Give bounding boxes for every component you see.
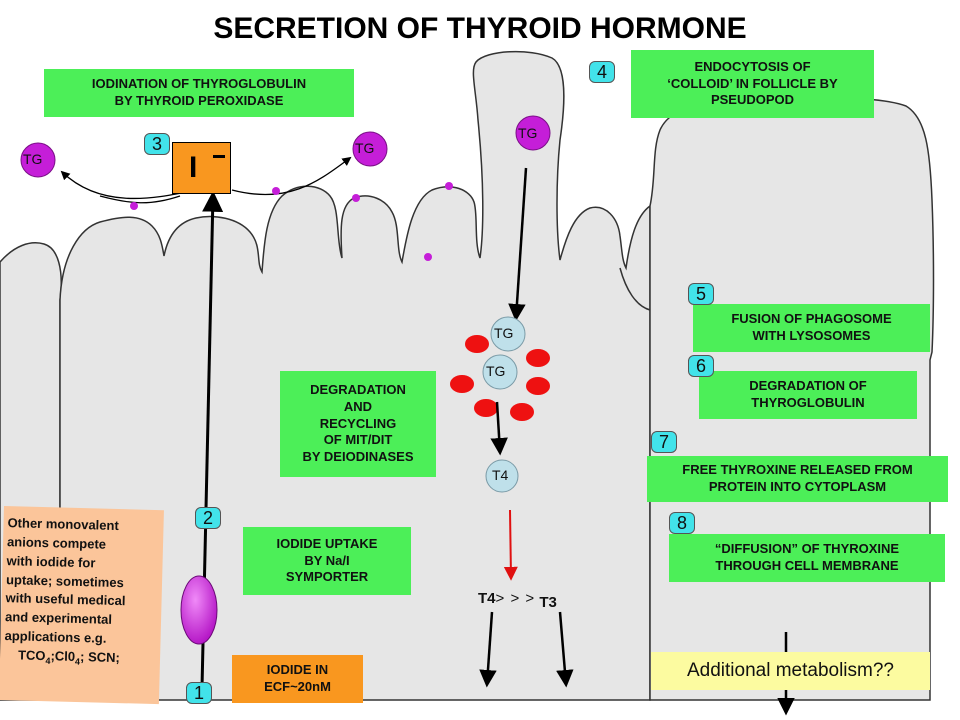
additional-metabolism-box: Additional metabolism?? [651,652,930,690]
step-badge-5: 5 [688,283,714,305]
tg-circle-middle [352,131,388,167]
free-thyroxine-box: FREE THYROXINE RELEASED FROM PROTEIN INT… [647,456,948,502]
step-badge-8: 8 [669,512,695,534]
note-formula: TCO4;Cl04; SCN; [4,646,156,671]
release-arrow [503,509,518,581]
conversion-t4: T4 [478,590,496,607]
iodination-box: IODINATION OF THYROGLOBULIN BY THYROID P… [44,69,354,117]
tg-label-left: TG [23,151,43,167]
lysosome [474,399,498,417]
step-badge-3: 3 [144,133,170,155]
apical-membrane-gap [619,267,651,311]
endocytosis-box: ENDOCYTOSIS OF ‘COLLOID’ IN FOLLICLE BY … [631,50,874,118]
lysosome [465,335,489,353]
tg-circle-left [20,142,56,178]
phagosome-tg-label: TG [494,325,514,341]
membrane-dot [272,187,280,195]
degradation-mit-box: DEGRADATION AND RECYCLING OF MIT/DIT BY … [280,371,436,477]
step-badge-7: 7 [651,431,677,453]
fusion-box: FUSION OF PHAGOSOME WITH LYSOSOMES [693,304,930,352]
step-badge-1: 1 [186,682,212,704]
lysosome [526,377,550,395]
endocytosis-arrow [508,167,528,322]
na-i-symporter [180,575,218,645]
diagram-title: SECRETION OF THYROID HORMONE [213,12,747,45]
degradation-arrow [490,401,508,456]
lysosome [526,349,550,367]
t4-circle [485,459,519,493]
conversion-t3: T3 [539,594,557,611]
phagosome-tg [482,354,518,390]
conversion-label: T4> > > T3 [478,590,557,611]
step-badge-6: 6 [688,355,714,377]
iodination-curve-right [231,156,352,196]
lysosome [510,403,534,421]
step-badge-4: 4 [589,61,615,83]
t4-circle-label: T4 [492,467,509,483]
tg-circle-pseudopod [515,115,551,151]
formula-part: ;Cl0 [50,648,76,664]
iodide-box: I [172,142,231,194]
phagosome-tg [490,316,526,352]
iodination-curve-far [99,195,181,204]
degradation-tg-box: DEGRADATION OF THYROGLOBULIN [699,371,917,419]
iodide-minus-sign [213,155,225,158]
t3-exit-arrow [556,611,574,688]
iodide-uptake-box: IODIDE UPTAKE BY Na/I SYMPORTER [243,527,411,595]
membrane-dot [424,253,432,261]
membrane-dot [352,194,360,202]
formula-part: ; SCN; [79,648,121,665]
phagosome-tg-label: TG [486,363,506,379]
competing-anions-note: Other monovalent anions compete with iod… [0,506,164,705]
t4-exit-arrow [479,611,497,688]
tg-label-pseudopod: TG [518,125,538,141]
tg-label-middle: TG [355,140,375,156]
iodide-symbol: I [189,151,198,184]
iodide-ecf-box: IODIDE IN ECF~20nM [232,655,363,703]
conversion-arrows: > > > [495,590,536,607]
step-badge-2: 2 [195,507,221,529]
diffusion-box: “DIFFUSION” OF THYROXINE THROUGH CELL ME… [669,534,945,582]
lysosome [450,375,474,393]
formula-part: TCO [17,647,46,664]
membrane-dot [445,182,453,190]
membrane-dot [130,202,138,210]
